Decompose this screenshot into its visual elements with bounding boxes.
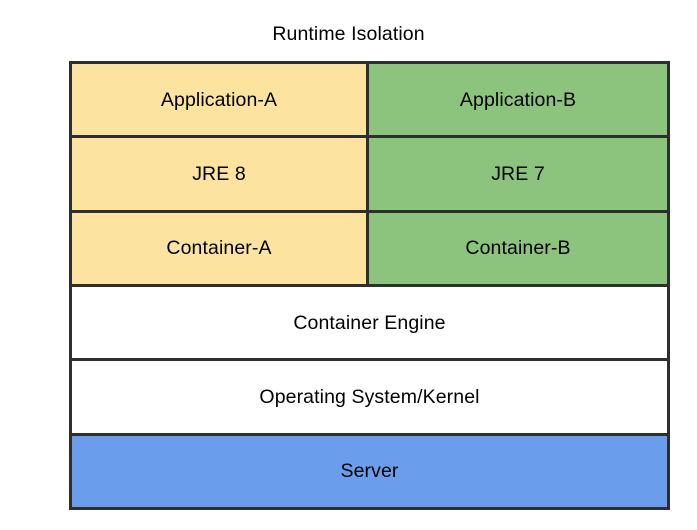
application-row: Application-A Application-B (72, 64, 667, 139)
cell-application-a: Application-A (72, 64, 369, 136)
jre-row: JRE 8 JRE 7 (72, 138, 667, 213)
cell-container-b: Container-B (369, 212, 667, 284)
container-row: Container-A Container-B (72, 212, 667, 287)
cell-application-b: Application-B (369, 64, 667, 136)
cell-container-engine: Container Engine (72, 286, 667, 359)
diagram-title: Runtime Isolation (272, 23, 425, 45)
operating-system-row: Operating System/Kernel (72, 361, 667, 436)
server-row: Server (72, 435, 667, 507)
cell-jre-8: JRE 8 (72, 138, 369, 210)
cell-operating-system-kernel: Operating System/Kernel (72, 361, 667, 433)
architecture-stack: Application-A Application-B JRE 8 JRE 7 … (69, 61, 670, 510)
cell-container-a: Container-A (72, 212, 369, 284)
container-engine-row: Container Engine (72, 286, 667, 362)
cell-server: Server (72, 435, 667, 507)
cell-jre-7: JRE 7 (369, 138, 667, 210)
